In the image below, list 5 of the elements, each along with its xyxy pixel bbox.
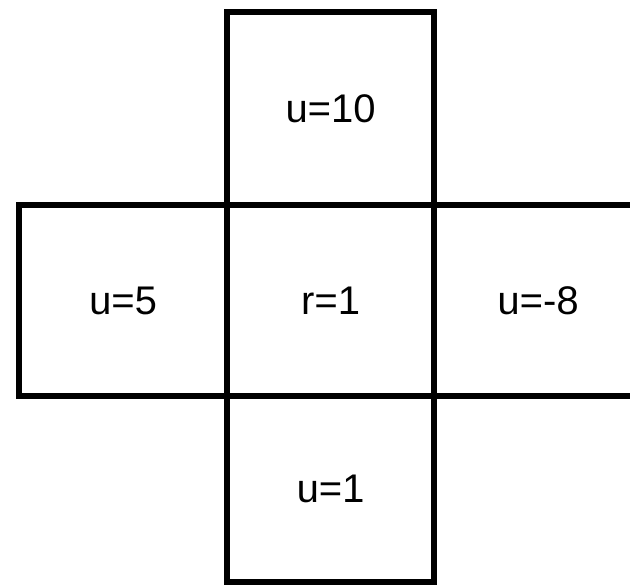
- cell-value-text: u=1: [296, 469, 364, 509]
- cell-value-text: r=1: [301, 280, 360, 320]
- cell-value-text: u=-8: [497, 280, 579, 320]
- cell-value-text: u=10: [285, 88, 376, 128]
- cell-value-text: u=5: [89, 280, 157, 320]
